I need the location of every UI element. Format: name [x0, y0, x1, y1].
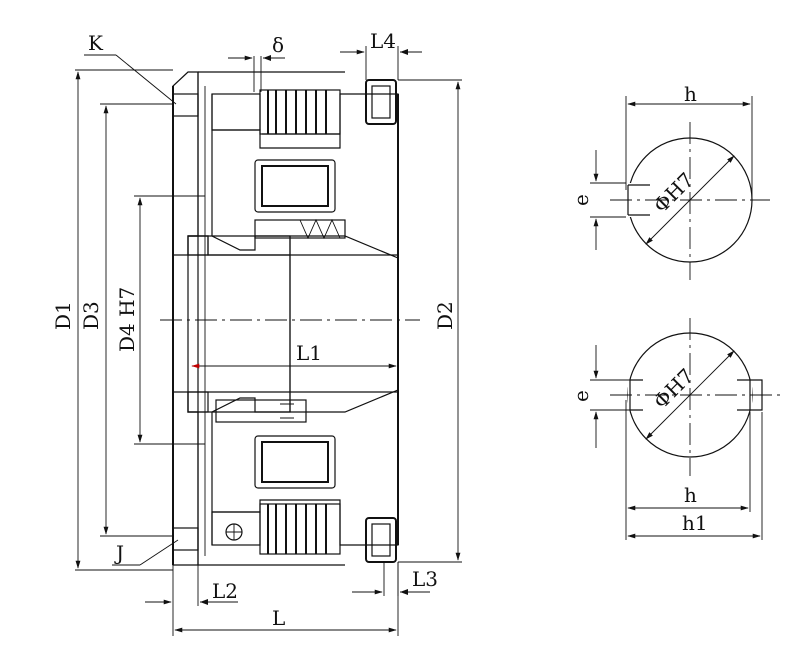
label-K: K: [88, 31, 104, 55]
label-D4H7: D4 H7: [115, 287, 139, 352]
label-L3: L3: [412, 567, 438, 591]
lower-housing: [211, 389, 399, 563]
label-D2: D2: [433, 301, 457, 330]
label-L: L: [272, 606, 285, 630]
label-L1: L1: [296, 341, 322, 365]
left-flange: [172, 71, 199, 566]
detail1-label-h: h: [684, 82, 697, 106]
detail1-label-phiH7: ΦH7: [649, 168, 699, 218]
upper-disc-stack: [259, 89, 341, 135]
detail1-label-e: e: [569, 194, 593, 206]
detail2-label-h: h: [684, 483, 697, 507]
bore-detail-double-key: [590, 318, 780, 540]
upper-housing: [211, 79, 399, 259]
detail2-label-h1: h1: [682, 511, 708, 535]
label-L4: L4: [370, 29, 396, 53]
label-delta: δ: [272, 33, 284, 57]
label-J: J: [114, 541, 124, 565]
main-section-view: [160, 71, 420, 566]
label-L2: L2: [212, 579, 238, 603]
main-dimensions: [75, 46, 462, 636]
lower-disc-stack: [259, 503, 341, 555]
label-D3: D3: [79, 301, 103, 330]
bore-detail-single-key: [590, 96, 770, 280]
label-D1: D1: [51, 301, 75, 330]
hub: [187, 94, 399, 545]
detail2-label-e: e: [569, 390, 593, 402]
